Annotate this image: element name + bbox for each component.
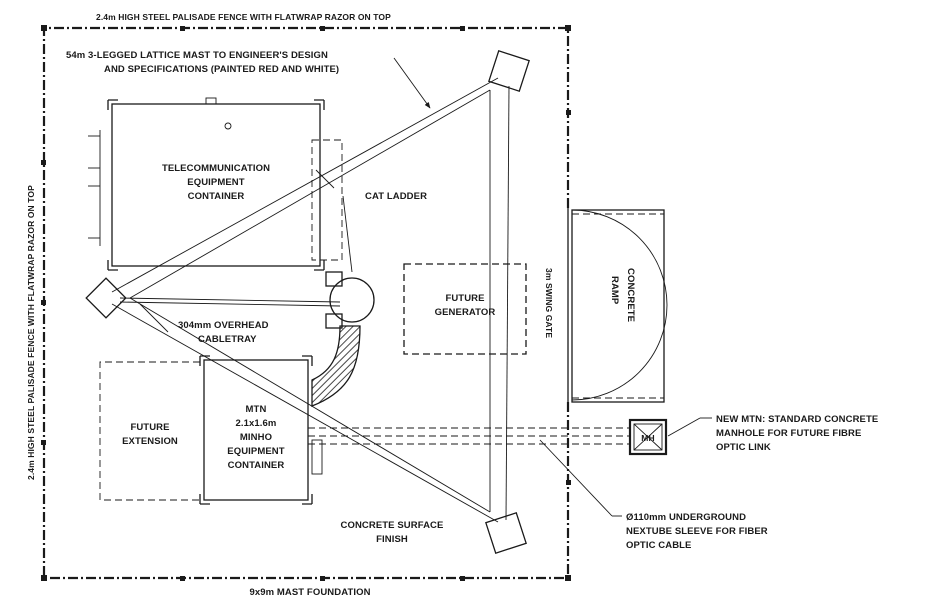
telecom-label-line1: TELECOMMUNICATION <box>162 163 270 174</box>
sleeve-label-line1: Ø110mm UNDERGROUND <box>626 512 746 523</box>
manhole-tag: MH <box>641 433 654 443</box>
swing-gate <box>567 208 668 402</box>
mtn-label-line1: MTN <box>246 404 267 415</box>
swing-gate-label: 3m SWING GATE <box>544 268 554 338</box>
generator-label-line2: GENERATOR <box>435 307 496 318</box>
manhole-label-line3: OPTIC LINK <box>716 442 771 453</box>
cabletray-bend <box>311 325 361 407</box>
fence-posts <box>41 25 571 581</box>
concrete-ramp <box>571 209 665 403</box>
ramp-label-line1: CONCRETE <box>625 268 636 322</box>
extension-label-line2: EXTENSION <box>122 436 178 447</box>
sleeve-label-line3: OPTIC CABLE <box>626 540 692 551</box>
sleeve-label-line2: NEXTUBE SLEEVE FOR FIBER <box>626 526 768 537</box>
extension-label-line1: FUTURE <box>130 422 169 433</box>
mast-label-line2: AND SPECIFICATIONS (PAINTED RED AND WHIT… <box>104 64 339 75</box>
manhole-label-line1: NEW MTN: STANDARD CONCRETE <box>716 414 878 425</box>
mtn-label-line4: EQUIPMENT <box>227 446 284 457</box>
manhole <box>628 418 668 456</box>
lattice-mast <box>85 50 530 554</box>
mtn-label-line3: MINHO <box>240 432 272 443</box>
telecom-label-line3: CONTAINER <box>188 191 245 202</box>
mast-label-line1: 54m 3-LEGGED LATTICE MAST TO ENGINEER'S … <box>66 50 328 61</box>
future-extension <box>99 361 200 501</box>
telecom-label-line2: EQUIPMENT <box>187 177 244 188</box>
future-generator <box>403 263 527 355</box>
mtn-container <box>199 355 323 505</box>
telecom-container <box>88 97 343 271</box>
leader-lines <box>139 57 712 517</box>
mtn-label-line2: 2.1x1.6m <box>236 418 277 429</box>
cat-ladder <box>325 195 375 329</box>
fence-left-label: 2.4m HIGH STEEL PALISADE FENCE WITH FLAT… <box>26 185 36 480</box>
underground-sleeve <box>308 427 630 445</box>
foundation-label: 9x9m MAST FOUNDATION <box>249 587 370 598</box>
mtn-label-line5: CONTAINER <box>228 460 285 471</box>
palisade-fence <box>41 25 571 581</box>
cabletray-label-line1: 304mm OVERHEAD <box>178 320 269 331</box>
fence-top-label: 2.4m HIGH STEEL PALISADE FENCE WITH FLAT… <box>96 12 391 22</box>
cat-ladder-label: CAT LADDER <box>365 191 427 202</box>
surface-label-line1: CONCRETE SURFACE <box>341 520 444 531</box>
cabletray-label-line2: CABLETRAY <box>198 334 257 345</box>
manhole-label-line2: MANHOLE FOR FUTURE FIBRE <box>716 428 861 439</box>
generator-label-line1: FUTURE <box>445 293 484 304</box>
surface-label-line2: FINISH <box>376 534 408 545</box>
ramp-label-line2: RAMP <box>609 276 620 305</box>
